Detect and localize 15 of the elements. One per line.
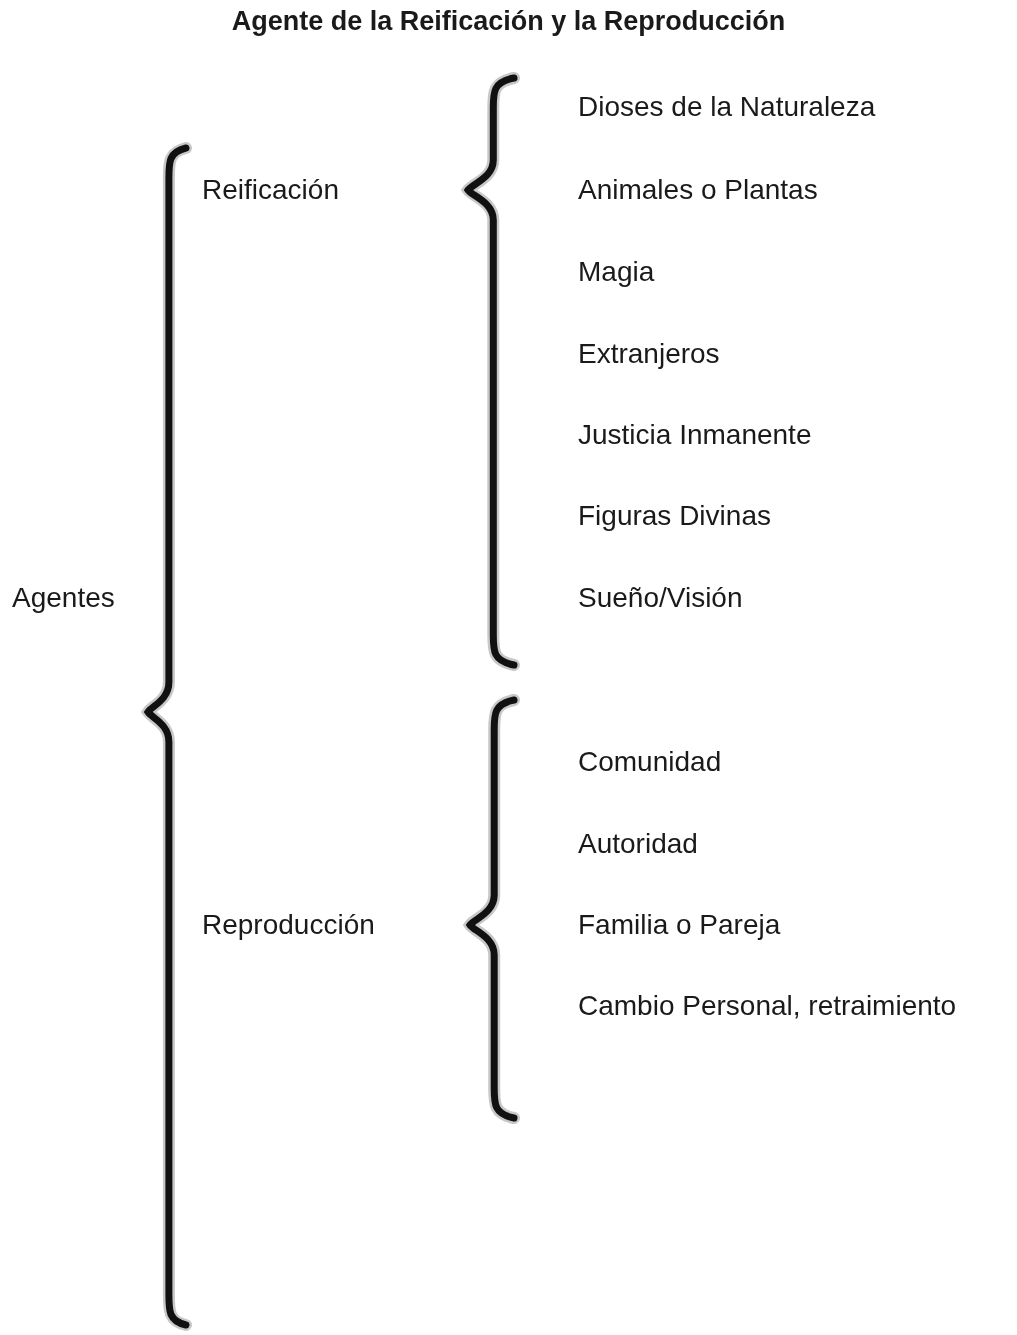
item-label: Dioses de la Naturaleza (578, 90, 876, 124)
item-label: Magia (578, 255, 655, 289)
item-label: Justicia Inmanente (578, 418, 812, 452)
item-label: Autoridad (578, 827, 698, 861)
item-label: Figuras Divinas (578, 499, 771, 533)
category-label: Reificación (202, 173, 339, 207)
category-label: Reproducción (202, 908, 375, 942)
item-label: Cambio Personal, retraimiento (578, 989, 957, 1023)
item-label: Comunidad (578, 745, 722, 779)
root-label: Agentes (12, 581, 115, 615)
title: Agente de la Reificación y la Reproducción (230, 6, 787, 37)
item-label: Animales o Plantas (578, 173, 818, 207)
item-label: Familia o Pareja (578, 908, 781, 942)
item-label: Sueño/Visión (578, 581, 743, 615)
item-label: Extranjeros (578, 337, 720, 371)
